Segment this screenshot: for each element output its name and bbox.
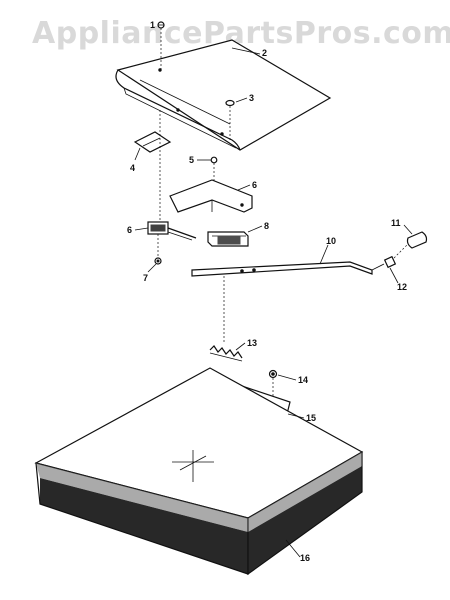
part-top-cover [115,39,332,151]
callout-2: 2 [262,48,267,58]
part-rod-10 [191,261,385,277]
callout-16: 16 [300,553,310,563]
callout-7: 7 [143,273,148,283]
callout-6-lower: 6 [127,225,132,235]
callout-3: 3 [249,93,254,103]
callout-11: 11 [391,218,401,228]
part-spring-13 [209,345,243,362]
callouts: 1 2 3 4 5 6 8 6 7 8 10 11 12 13 14 15 16 [127,20,407,563]
callout-10: 10 [326,236,336,246]
callout-5: 5 [189,155,194,165]
callout-6-upper: 6 [252,180,257,190]
callout-14: 14 [298,375,308,385]
part-screw-14 [268,369,278,400]
callout-1: 1 [150,20,155,30]
part-plate-4 [133,131,172,153]
part-cabinet-16 [34,367,364,576]
part-knob-11 [406,231,428,249]
callout-8: 8 [264,221,269,231]
part-nut-7 [154,257,162,265]
leader-lines [134,47,413,558]
callout-12: 12 [397,282,407,292]
callout-15: 15 [306,413,316,423]
part-bracket-6 [169,179,253,213]
callout-4: 4 [130,163,135,173]
callout-13: 13 [247,338,257,348]
part-block-8 [207,231,249,247]
part-screw-1 [157,21,165,70]
part-washer-3 [225,99,235,140]
part-connector-12 [383,243,409,269]
part-switch-6 [147,221,197,258]
